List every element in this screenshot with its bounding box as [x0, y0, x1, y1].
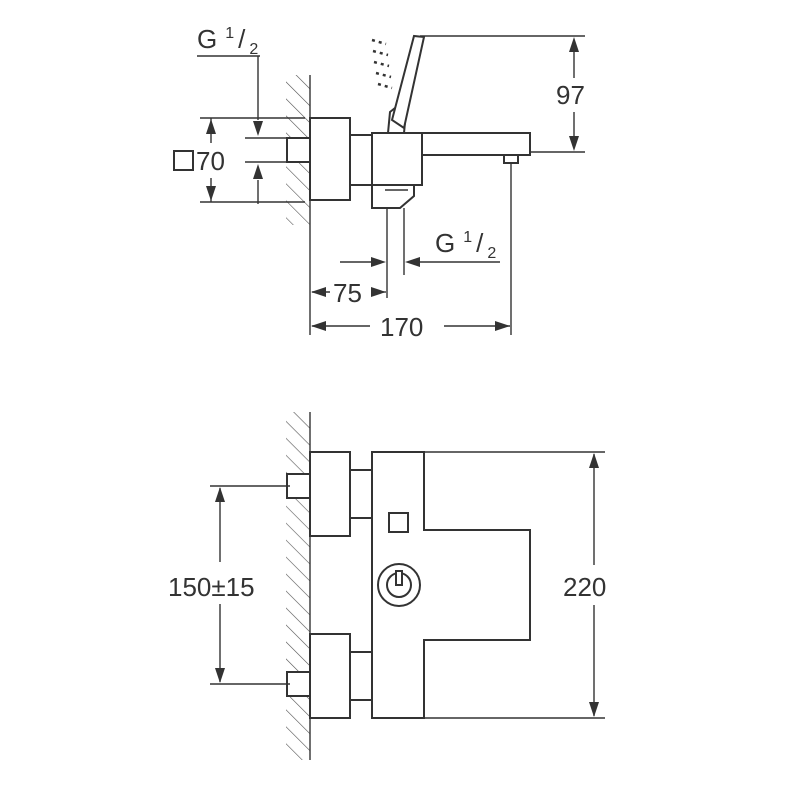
- diverter-knob-grip: [395, 570, 403, 586]
- connector-upper: [286, 473, 311, 499]
- depth-170-label: 170: [380, 312, 423, 342]
- wall-hatch-front: [286, 412, 310, 760]
- hand-shower: [390, 34, 426, 130]
- mixer-body-front: [371, 451, 531, 719]
- spout-tip-top: [503, 154, 519, 164]
- mixer-body-top: [371, 132, 423, 186]
- square-button: [388, 512, 409, 533]
- dim-square-70: [173, 117, 305, 203]
- outlet-top: [371, 184, 415, 209]
- square-symbol: [173, 150, 194, 171]
- dim-150: [210, 485, 290, 685]
- escutcheon-upper: [309, 451, 351, 537]
- shower-spray-dashes: [371, 38, 393, 90]
- dim-97: [420, 35, 585, 153]
- height-220-label: 220: [563, 572, 606, 602]
- thread-left-label: G 1 / 2: [197, 24, 258, 58]
- spacing-150-label: 150±15: [168, 572, 255, 602]
- dim-220: [424, 451, 605, 719]
- spout-top: [421, 132, 531, 156]
- connector-lower: [286, 671, 311, 697]
- escutcheon-top: [309, 117, 351, 201]
- dim-thread-left: [197, 55, 290, 204]
- collar-lower: [349, 651, 373, 701]
- offset-75-label: 75: [333, 278, 362, 308]
- dim-170: [311, 163, 512, 335]
- dim-75: [309, 225, 386, 335]
- escutcheon-lower: [309, 633, 351, 719]
- collar-upper: [349, 469, 373, 519]
- connector-top: [286, 137, 311, 163]
- dim-thread-bottom: [340, 208, 500, 298]
- thread-bottom-label: G 1 / 2: [435, 228, 496, 262]
- height-97-label: 97: [556, 80, 585, 110]
- top-view: 97 70 G 1 / 2: [173, 24, 585, 342]
- square-70-label: 70: [196, 146, 225, 176]
- front-view: 150±15 220: [168, 412, 606, 760]
- escutcheon-collar-top: [349, 134, 373, 186]
